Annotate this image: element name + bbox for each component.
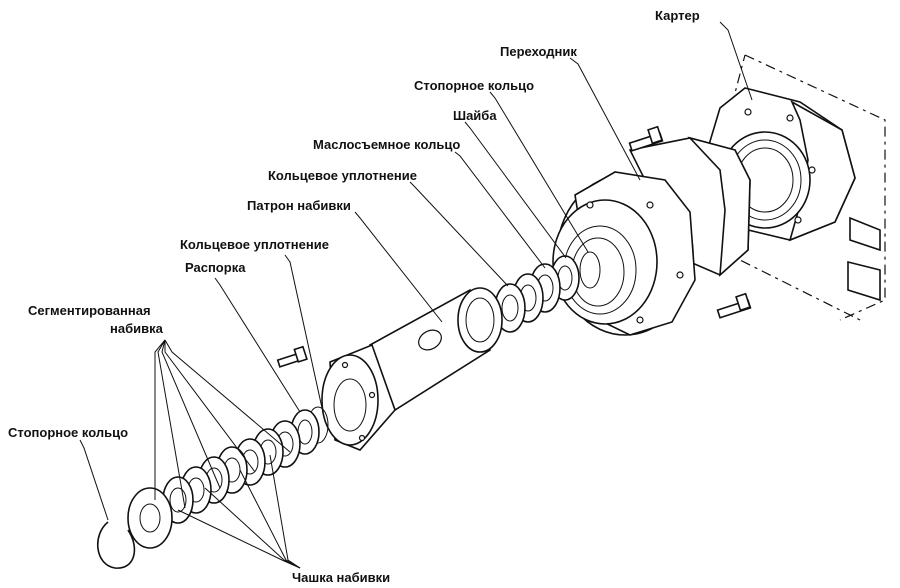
label-segmented-packing-2: набивка: [110, 321, 164, 336]
label-oil-wiper-ring: Маслосъемное кольцо: [313, 137, 460, 152]
label-retaining-ring-left: Стопорное кольцо: [8, 425, 128, 440]
label-packing-case: Патрон набивки: [247, 198, 351, 213]
label-retaining-ring-top: Стопорное кольцо: [414, 78, 534, 93]
label-crankcase: Картер: [655, 8, 700, 23]
retaining-ring-left: [96, 521, 136, 569]
packing-case: [321, 287, 503, 451]
label-washer: Шайба: [453, 108, 497, 123]
retaining-ring-top: [579, 251, 601, 289]
label-segmented-packing-1: Сегментированная: [28, 303, 151, 318]
label-o-ring-lower: Кольцевое уплотнение: [180, 237, 329, 252]
bolt-bottom: [716, 292, 752, 319]
packing-stack: [127, 420, 301, 549]
oil-wiper-ring: [494, 263, 561, 333]
adapter: [552, 136, 751, 336]
bolt-top: [628, 125, 664, 152]
label-adapter: Переходник: [500, 44, 577, 59]
label-spacer: Распорка: [185, 260, 246, 275]
screw: [276, 345, 308, 368]
label-packing-cup: Чашка набивки: [292, 570, 390, 585]
leader-lines: [79, 21, 753, 569]
label-o-ring-upper: Кольцевое уплотнение: [268, 168, 417, 183]
